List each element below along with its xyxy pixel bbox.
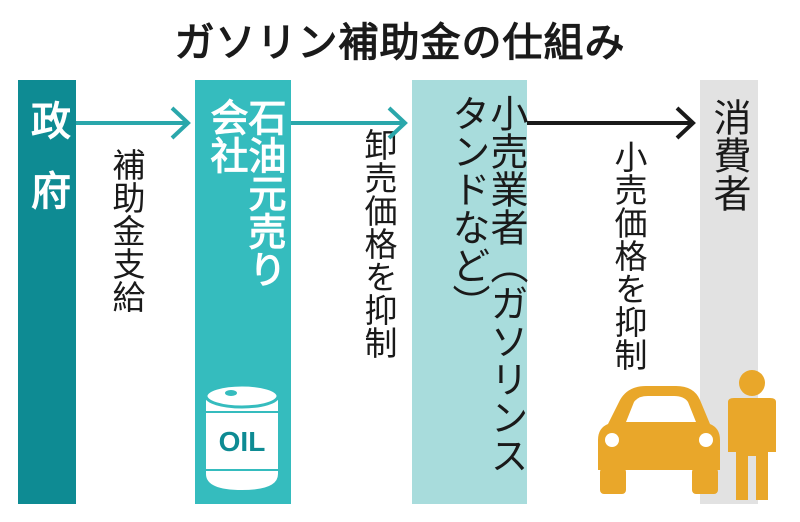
subsidy-label: 補助金支給	[107, 148, 146, 313]
wholesale-price-label: 卸売価格を抑制	[359, 128, 398, 359]
oil-label: OIL	[218, 426, 266, 457]
government-label: 政府	[24, 100, 70, 240]
person-icon	[728, 370, 776, 500]
wholesaler-label: 石油元売り会社	[204, 98, 286, 288]
arrow-wholesaler-to-retailer	[291, 106, 408, 140]
government-box: 政府	[18, 80, 76, 504]
retailer-label: 小売業者（ガソリンスタンドなど）	[446, 94, 528, 474]
consumer-label: 消費者	[707, 98, 751, 212]
arrow-retailer-to-consumer	[527, 106, 696, 140]
page-title: ガソリン補助金の仕組み	[174, 20, 626, 66]
oil-drum-icon	[204, 383, 280, 490]
arrow-government-to-wholesaler	[76, 106, 191, 140]
car-icon	[598, 386, 720, 494]
retail-price-label: 小売価格を抑制	[609, 140, 648, 371]
retailer-box: 小売業者（ガソリンスタンドなど）	[412, 80, 528, 504]
